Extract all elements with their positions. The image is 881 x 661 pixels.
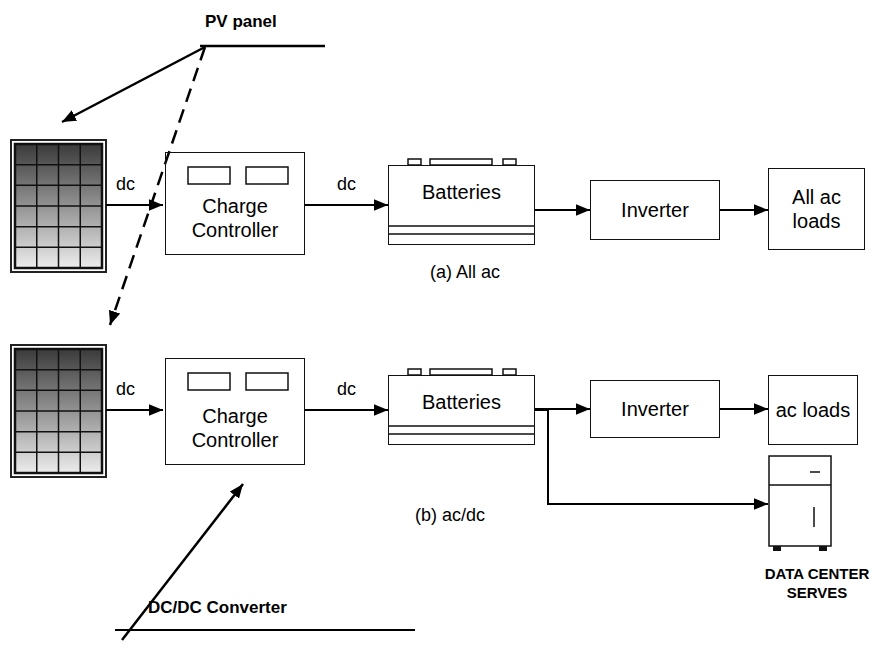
battery-band — [388, 426, 535, 434]
load-box: ac loads — [768, 375, 858, 445]
connector-arrow — [535, 410, 768, 504]
controller-display — [188, 373, 230, 390]
callout-label: PV panel — [205, 12, 277, 32]
dc-arrow — [106, 204, 163, 206]
server-node: DATA CENTER SERVES — [758, 455, 876, 603]
battery-box: Batteries — [388, 165, 535, 245]
node-text: Charge Controller — [172, 404, 298, 452]
controller-display — [246, 373, 288, 390]
charge-controller-box: Charge Controller — [165, 152, 305, 255]
battery-band — [388, 226, 535, 234]
pv-panel — [11, 345, 106, 477]
callout-underline — [200, 45, 325, 48]
load-box: All ac loads — [768, 168, 865, 250]
connector-arrow — [720, 209, 768, 211]
inverter-box: Inverter — [590, 180, 720, 240]
node-text: Inverter — [621, 198, 689, 222]
server-cabinet — [769, 456, 831, 546]
connector-arrow — [720, 408, 768, 410]
connector-arrow — [305, 409, 388, 411]
connector-label: dc — [335, 379, 358, 401]
charge-controller-box: Charge Controller — [165, 358, 305, 465]
node-text: ac loads — [776, 398, 851, 422]
battery-box: Batteries — [388, 375, 535, 445]
connector-label: dc — [335, 174, 358, 196]
connector-arrow — [305, 204, 388, 206]
node-text: DATA CENTER SERVES — [758, 565, 876, 603]
connector-arrow — [535, 209, 590, 211]
controller-display — [188, 167, 230, 184]
node-text: Batteries — [422, 390, 501, 414]
inverter-box: Inverter — [590, 380, 720, 438]
caption-label: (b) ac/dc — [415, 505, 485, 527]
leader-line — [110, 47, 205, 325]
pv-panel — [11, 140, 106, 272]
server-feet — [773, 546, 827, 551]
caption-label: (a) All ac — [430, 262, 500, 284]
node-text: Inverter — [621, 397, 689, 421]
server-detail — [769, 472, 831, 527]
signal-label: dc — [116, 174, 135, 196]
callout-underline — [115, 629, 415, 631]
controller-display — [246, 167, 288, 184]
dc-arrow — [106, 409, 163, 411]
node-text: Batteries — [422, 180, 501, 204]
signal-label: dc — [116, 379, 135, 401]
server-icon — [768, 455, 832, 553]
node-text: Charge Controller — [172, 194, 298, 242]
callout-label: DC/DC Converter — [148, 598, 287, 618]
node-text: All ac loads — [775, 185, 858, 233]
